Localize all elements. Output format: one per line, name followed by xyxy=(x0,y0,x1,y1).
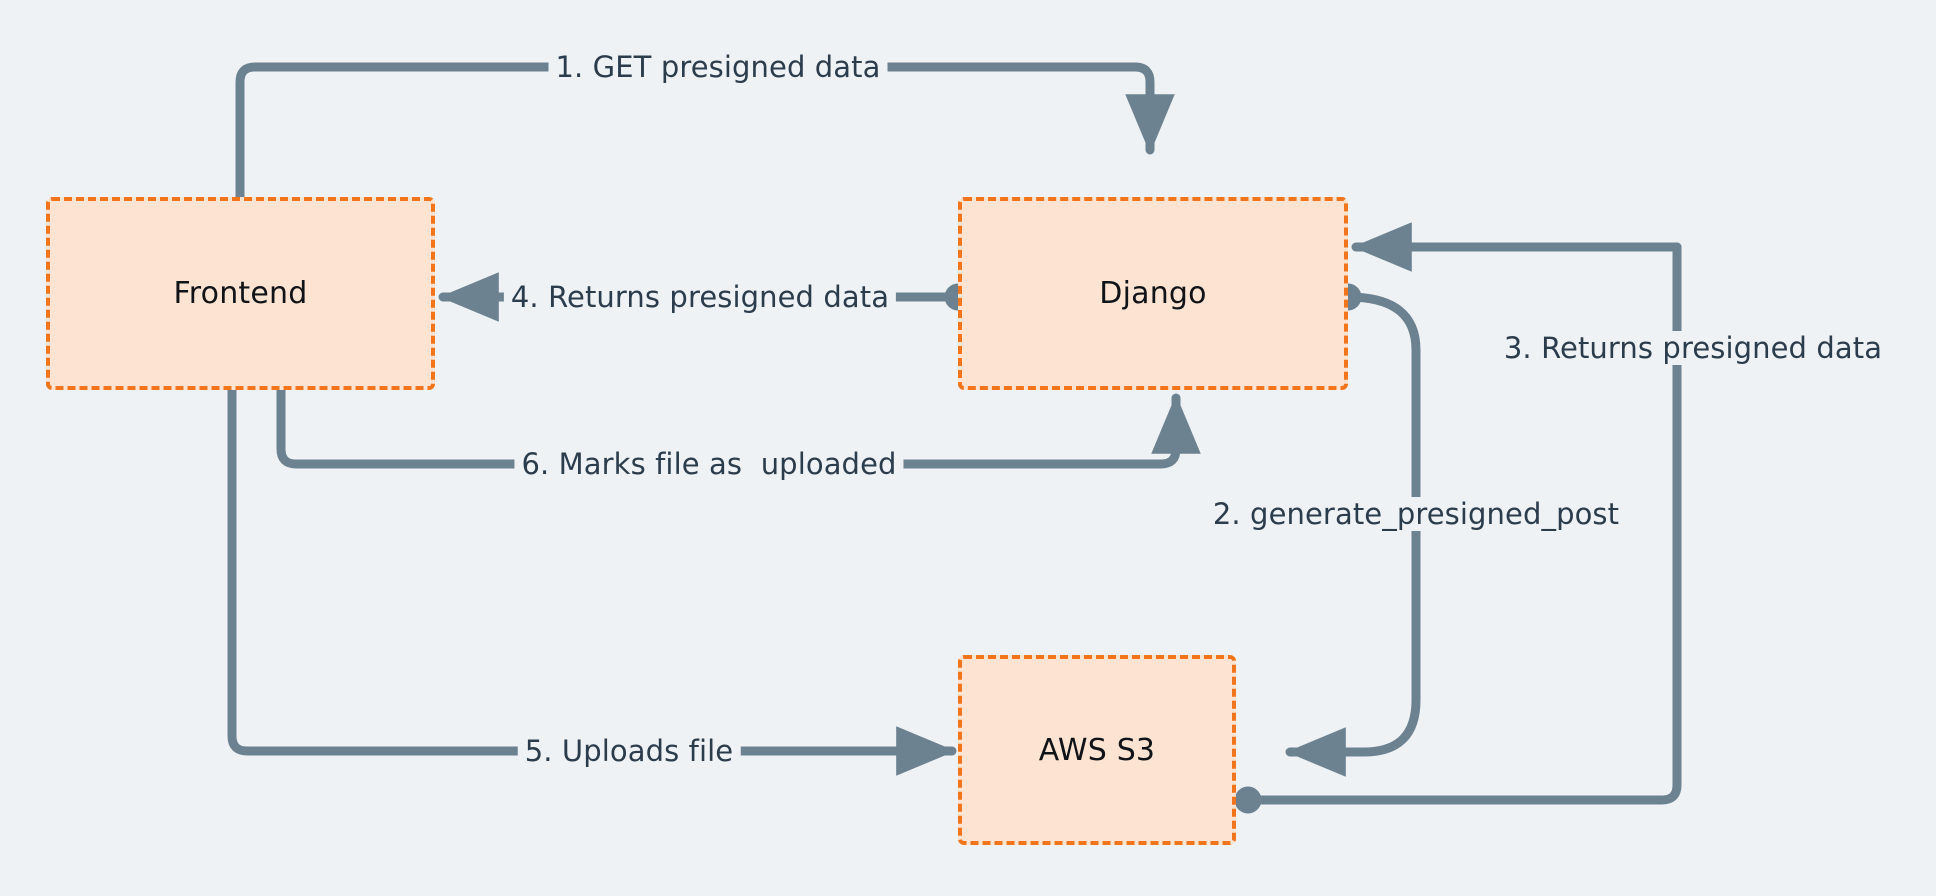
edge-path-3-tail xyxy=(1234,242,1682,814)
edge-label-4: 4. Returns presigned data xyxy=(503,280,897,314)
node-frontend[interactable]: Frontend xyxy=(46,197,435,390)
edge-label-3: 3. Returns presigned data xyxy=(1496,331,1890,365)
edge-path-1 xyxy=(235,62,1175,202)
node-aws-s3[interactable]: AWS S3 xyxy=(958,655,1236,845)
node-django[interactable]: Django xyxy=(958,197,1348,390)
edge-path-5 xyxy=(227,385,957,776)
node-aws-s3-label: AWS S3 xyxy=(1038,732,1156,768)
edge-label-2: 2. generate_presigned_post xyxy=(1205,497,1627,531)
node-frontend-label: Frontend xyxy=(173,276,308,311)
node-django-label: Django xyxy=(1099,276,1207,311)
edge-label-6: 6. Marks file as uploaded xyxy=(514,447,904,481)
edge-label-5: 5. Uploads file xyxy=(517,734,741,768)
edge-label-1: 1. GET presigned data xyxy=(548,50,888,84)
